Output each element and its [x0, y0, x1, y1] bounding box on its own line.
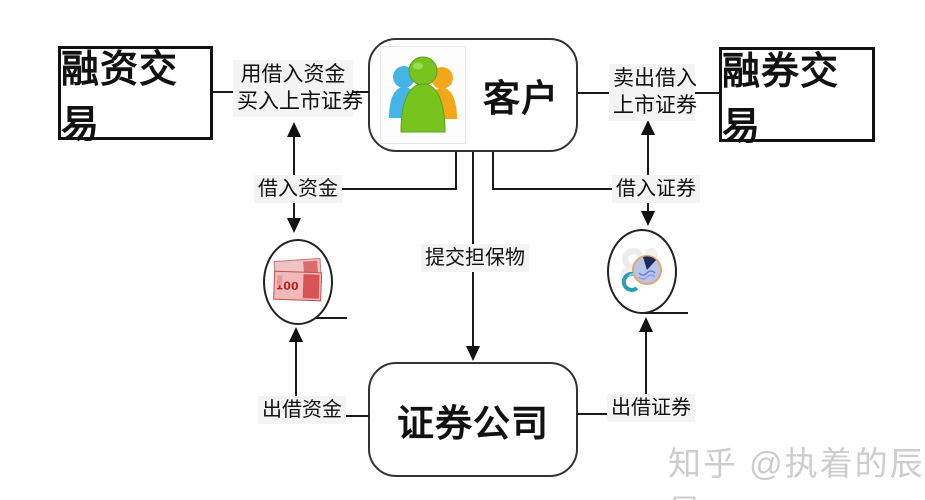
label-lend-securities: 出借证券 — [607, 394, 695, 422]
securities-ellipse-tick — [643, 312, 688, 314]
label-sell-borrowed-line1: 卖出借入 — [613, 66, 697, 90]
arrowhead-to-buy-label — [287, 122, 301, 137]
label-borrow-funds: 借入资金 — [254, 175, 342, 203]
rmb-banknotes-icon: 100 — [273, 257, 323, 302]
label-sell-borrowed: 卖出借入 上市证券 — [609, 64, 697, 121]
node-securities-company: 证券公司 — [368, 362, 578, 477]
line-margin-to-label — [213, 91, 237, 93]
securities-pie-icon — [621, 247, 662, 292]
label-use-borrowed-funds-line2: 买入上市证券 — [237, 89, 363, 114]
securities-ellipse — [607, 229, 677, 314]
label-use-borrowed-funds: 用借入资金 买入上市证券 — [233, 60, 363, 117]
line-borrow-funds-up — [293, 135, 295, 178]
arrowhead-to-sell-label — [641, 120, 655, 135]
line-customer-to-sell-label — [577, 92, 610, 94]
node-short-selling: 融券交易 — [719, 47, 875, 148]
line-borrow-securities-down — [647, 200, 649, 213]
zhihu-watermark: 知乎 @执着的辰星 — [668, 445, 925, 500]
line-lend-funds-up — [295, 340, 297, 396]
line-sell-label-to-short — [686, 92, 720, 94]
label-lend-funds: 出借资金 — [258, 396, 346, 424]
line-label-to-customer — [345, 91, 369, 93]
line-customer-drop-right — [492, 152, 494, 190]
node-margin-trading: 融资交易 — [58, 46, 213, 146]
label-sell-borrowed-line2: 上市证券 — [613, 93, 697, 118]
line-customer-drop-left — [455, 152, 457, 190]
arrowhead-to-securities-company — [466, 346, 480, 361]
line-borrow-funds-down — [293, 202, 295, 220]
money-ellipse: 100 — [263, 239, 333, 325]
arrowhead-from-lend-funds — [289, 327, 303, 342]
node-customer-label: 客户 — [483, 79, 559, 120]
arrowhead-from-lend-securities — [639, 317, 653, 332]
label-submit-collateral: 提交担保物 — [421, 244, 529, 272]
line-lend-securities-up — [645, 330, 647, 394]
line-borrow-securities-up — [647, 133, 649, 176]
arrowhead-to-money-ellipse — [287, 218, 301, 233]
node-customer: 客户 — [368, 38, 578, 152]
line-borrow-funds-to-customer — [333, 188, 457, 190]
line-company-to-lend-securities — [577, 413, 611, 415]
arrowhead-to-securities-ellipse — [641, 211, 655, 226]
line-lend-funds-to-company — [335, 415, 369, 417]
label-borrow-securities: 借入证券 — [612, 175, 700, 203]
label-use-borrowed-funds-line1: 用借入资金 — [240, 62, 346, 86]
people-icon — [380, 46, 466, 144]
money-ellipse-tick — [301, 317, 347, 319]
line-customer-to-borrow-securities — [492, 188, 616, 190]
